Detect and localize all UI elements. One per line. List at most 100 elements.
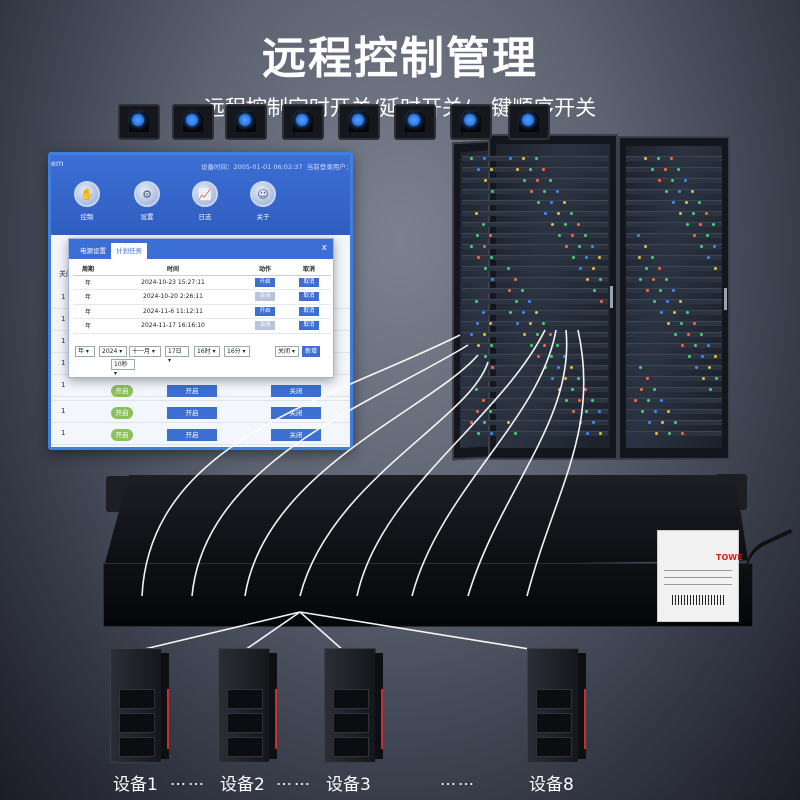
rack-slot bbox=[626, 255, 722, 260]
status-led bbox=[591, 399, 594, 402]
status-led bbox=[702, 377, 705, 380]
status-led bbox=[507, 267, 510, 270]
status-badge: 开启 bbox=[111, 429, 133, 441]
status-led bbox=[490, 256, 493, 259]
rack-slot bbox=[626, 277, 722, 282]
status-led bbox=[543, 344, 546, 347]
status-led bbox=[657, 157, 660, 160]
second-select[interactable]: 10秒 ▾ bbox=[111, 359, 135, 377]
status-led bbox=[470, 421, 473, 424]
action-select[interactable]: 关闭 ▾ bbox=[275, 346, 299, 357]
status-led bbox=[664, 168, 667, 171]
task-action-button[interactable]: 开启 bbox=[255, 277, 275, 287]
status-led bbox=[557, 366, 560, 369]
status-led bbox=[489, 234, 492, 237]
task-action-button[interactable]: 关闭 bbox=[255, 292, 275, 302]
nav-control[interactable]: ✋ 控制 bbox=[67, 181, 107, 221]
task-cancel-button[interactable]: 取消 bbox=[299, 277, 319, 287]
status-led bbox=[665, 278, 668, 281]
status-led bbox=[570, 366, 573, 369]
status-led bbox=[661, 421, 664, 424]
off-button[interactable]: 关闭 bbox=[271, 429, 321, 441]
row-index: 1 bbox=[61, 407, 66, 415]
nav-about[interactable]: ☺ 关于 bbox=[243, 181, 283, 221]
task-action-button[interactable]: 开启 bbox=[255, 306, 275, 316]
status-led bbox=[491, 366, 494, 369]
rack-slot bbox=[626, 365, 722, 370]
status-led bbox=[549, 179, 552, 182]
on-button[interactable]: 开启 bbox=[167, 385, 217, 397]
status-led bbox=[686, 311, 689, 314]
outlet-indicator-led bbox=[522, 114, 534, 126]
status-led bbox=[564, 223, 567, 226]
task-action-button[interactable]: 关闭 bbox=[255, 321, 275, 331]
status-led bbox=[489, 410, 492, 413]
status-led bbox=[470, 157, 473, 160]
status-led bbox=[477, 168, 480, 171]
nav-settings[interactable]: ⚙ 设置 bbox=[127, 181, 167, 221]
task-time: 2024-11-6 11:12:11 bbox=[103, 304, 243, 319]
year-select[interactable]: 2024 ▾ bbox=[99, 346, 127, 357]
status-led bbox=[483, 245, 486, 248]
period-select[interactable]: 年 ▾ bbox=[75, 346, 95, 357]
task-cancel-button[interactable]: 取消 bbox=[299, 306, 319, 316]
on-button[interactable]: 开启 bbox=[167, 429, 217, 441]
status-led bbox=[638, 256, 641, 259]
rack-slot bbox=[496, 211, 608, 216]
status-led bbox=[651, 168, 654, 171]
task-cancel-button[interactable]: 取消 bbox=[299, 321, 319, 331]
minute-select[interactable]: 16分 ▾ bbox=[224, 346, 250, 357]
status-led bbox=[680, 322, 683, 325]
status-led bbox=[708, 366, 711, 369]
status-led bbox=[679, 212, 682, 215]
off-button[interactable]: 关闭 bbox=[271, 385, 321, 397]
nav-log[interactable]: 📈 日志 bbox=[185, 181, 225, 221]
rack-slot bbox=[496, 321, 608, 326]
status-led bbox=[549, 333, 552, 336]
month-select[interactable]: 十一月 ▾ bbox=[129, 346, 161, 357]
status-led bbox=[653, 388, 656, 391]
rack-slot bbox=[626, 244, 722, 249]
device-label-3: 设备3 bbox=[326, 775, 371, 795]
status-led bbox=[694, 344, 697, 347]
task-row: 年 2024-10-23 15:27:11 开启 取消 bbox=[73, 275, 331, 290]
app-brand: em bbox=[51, 159, 64, 168]
status-led bbox=[563, 355, 566, 358]
task-table: 周期 时间 动作 取消 年 2024-10-23 15:27:11 开启 取消 … bbox=[73, 263, 331, 334]
status-led bbox=[470, 333, 473, 336]
status-led bbox=[652, 278, 655, 281]
pdu-outlet-2 bbox=[172, 104, 214, 140]
on-button[interactable]: 开启 bbox=[167, 407, 217, 419]
task-cancel-button[interactable]: 取消 bbox=[299, 292, 319, 302]
status-led bbox=[714, 355, 717, 358]
rack-slot bbox=[496, 343, 608, 348]
status-led bbox=[484, 355, 487, 358]
outlet-indicator-led bbox=[186, 114, 198, 126]
ellipsis: …… bbox=[276, 770, 312, 789]
status-led bbox=[712, 223, 715, 226]
off-button[interactable]: 关闭 bbox=[271, 407, 321, 419]
rack-slot bbox=[496, 332, 608, 337]
row-index: 1 bbox=[61, 381, 66, 389]
status-led bbox=[658, 267, 661, 270]
day-select[interactable]: 17日 ▾ bbox=[165, 346, 189, 364]
status-led bbox=[648, 421, 651, 424]
tab-scheduled-tasks[interactable]: 计划任务 bbox=[111, 243, 147, 259]
status-led bbox=[551, 223, 554, 226]
col-period: 周期 bbox=[73, 263, 103, 276]
hour-select[interactable]: 16时 ▾ bbox=[194, 346, 220, 357]
user-icon: ☺ bbox=[250, 181, 276, 207]
status-led bbox=[477, 344, 480, 347]
status-led bbox=[658, 179, 661, 182]
ellipsis: …… bbox=[440, 770, 476, 789]
close-icon[interactable]: x bbox=[321, 243, 327, 253]
status-led bbox=[572, 256, 575, 259]
status-led bbox=[565, 245, 568, 248]
status-led bbox=[475, 388, 478, 391]
tab-power-settings[interactable]: 电源设置 bbox=[80, 247, 106, 255]
task-time: 2024-10-20 2:26:11 bbox=[103, 289, 243, 305]
hand-icon: ✋ bbox=[74, 181, 100, 207]
add-task-button[interactable]: 新增 bbox=[302, 346, 321, 357]
status-led bbox=[556, 190, 559, 193]
status-led bbox=[654, 410, 657, 413]
